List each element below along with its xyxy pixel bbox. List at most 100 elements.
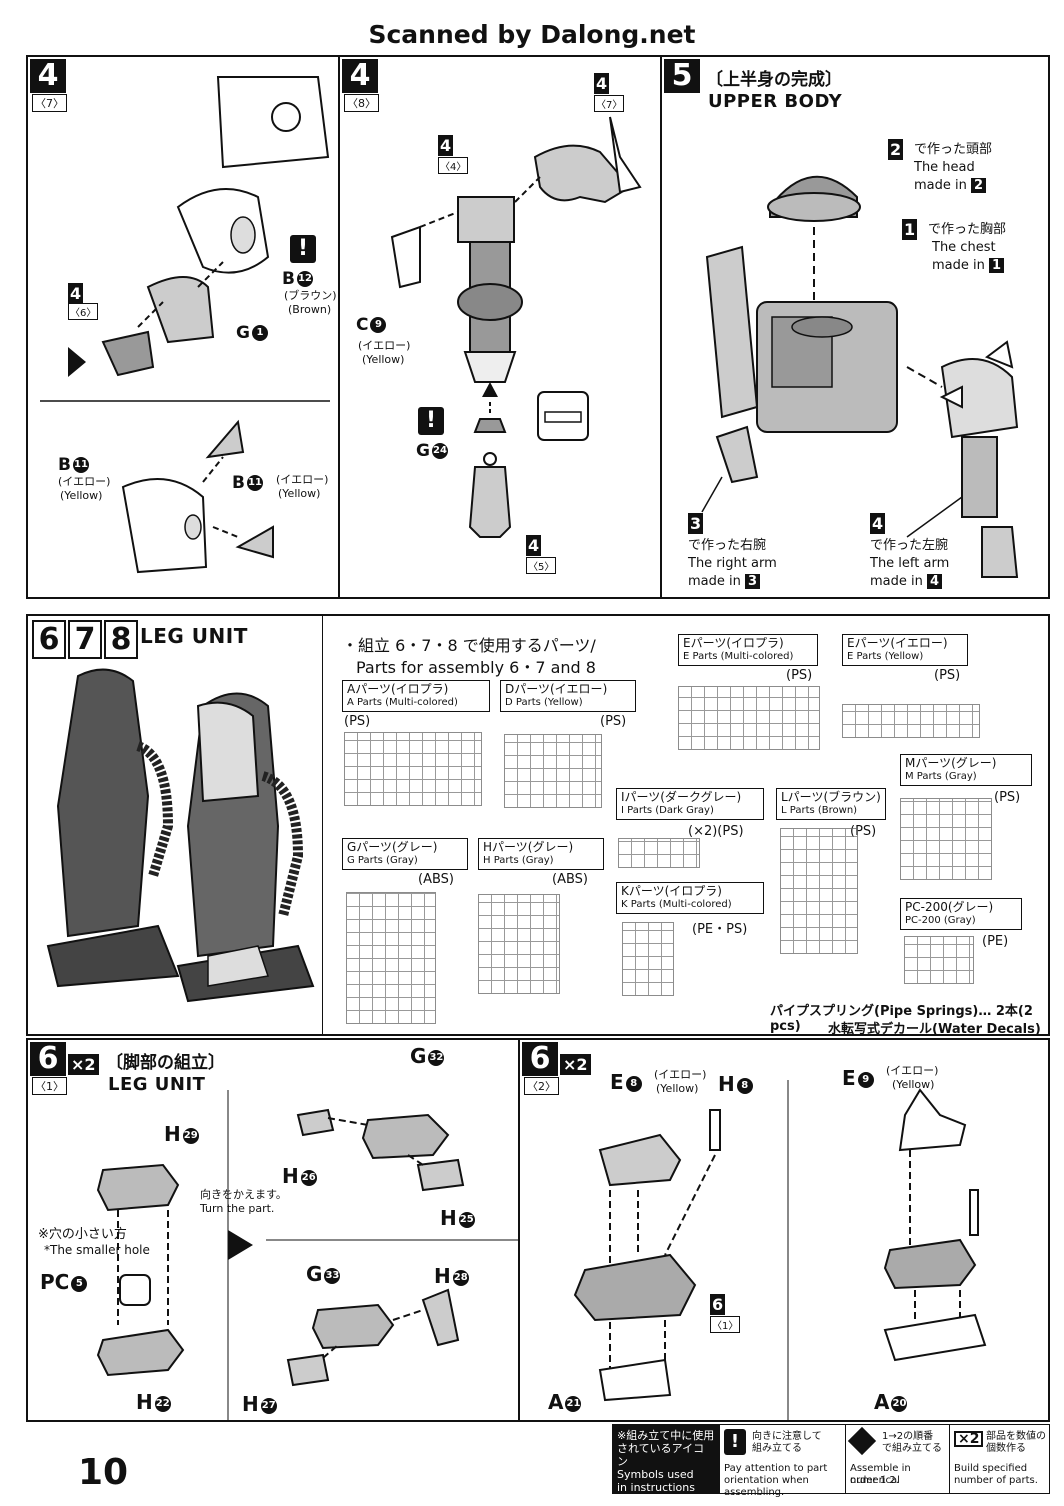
- ref-step-number: 4: [526, 535, 542, 556]
- panel-step-5: 5 〔上半身の完成〕 UPPER BODY 2 で作った頭部 The head …: [660, 55, 1050, 599]
- assembly-illustration: [40, 76, 330, 574]
- runner-name-en: H Parts (Gray): [483, 855, 554, 866]
- assembly-illustration: [573, 1080, 987, 1420]
- part-letter: B: [282, 269, 295, 289]
- part-number: 24: [431, 443, 448, 459]
- sub-step: 〈8〉: [344, 94, 379, 112]
- step-number: 4: [342, 59, 378, 93]
- ref-step-number: 6: [710, 1294, 726, 1315]
- runner-l: Lパーツ(ブラウン)L Parts (Brown): [776, 788, 886, 820]
- ref-step-number: 4: [438, 135, 454, 156]
- part-color-en: (Yellow): [892, 1078, 935, 1091]
- attention-icon: !: [418, 407, 444, 435]
- ref-step-sub: 〈7〉: [594, 95, 625, 112]
- note-text: made in: [932, 258, 985, 273]
- part-number: 25: [458, 1211, 475, 1228]
- page-number: 10: [78, 1452, 129, 1493]
- legend-order-jp-2: で組み立てる: [882, 1443, 942, 1454]
- runner-k: Kパーツ(イロプラ)K Parts (Multi-colored): [616, 882, 764, 914]
- runner-i-diagram: [618, 838, 700, 868]
- runner-e-yellow-diagram: [842, 704, 980, 738]
- runner-name-jp: Lパーツ(ブラウン): [781, 790, 881, 804]
- part-color-en: (Yellow): [656, 1082, 699, 1095]
- runner-k-diagram: [622, 922, 674, 996]
- legend-attention: ! 向きに注意して 組み立てる Pay attention to part or…: [719, 1425, 846, 1498]
- runner-name-jp: Aパーツ(イロプラ): [347, 682, 449, 696]
- part-number: 29: [182, 1127, 199, 1144]
- legend-mult-jp-2: 個数作る: [986, 1443, 1026, 1454]
- part-letter: A: [874, 1390, 890, 1414]
- step-title-jp: 〔脚部の組立〕: [106, 1053, 225, 1073]
- runner-a-diagram: [344, 732, 482, 806]
- legend-attn-en-1: Pay attention to part: [724, 1463, 828, 1474]
- runner-m: Mパーツ(グレー)M Parts (Gray): [900, 754, 1032, 786]
- runner-e-yellow-material: (PS): [934, 668, 961, 683]
- hole-note-jp: ※穴の小さい方: [38, 1227, 127, 1242]
- runner-g-diagram: [346, 892, 436, 1024]
- runner-name-en: L Parts (Brown): [781, 805, 858, 816]
- part-color-en: (Yellow): [278, 487, 321, 500]
- part-letter: H: [440, 1206, 457, 1230]
- sub-step: 〈1〉: [32, 1077, 67, 1095]
- left-arm-ref-number: 4: [870, 513, 886, 534]
- runner-name-en: PC-200 (Gray): [905, 915, 976, 926]
- right-arm-note-en-1: The right arm: [688, 556, 777, 571]
- runner-i: Iパーツ(ダークグレー)I Parts (Dark Gray): [616, 788, 764, 820]
- turn-note-en: Turn the part.: [200, 1202, 275, 1215]
- runner-d-yellow: Dパーツ(イエロー)D Parts (Yellow): [500, 680, 636, 712]
- chest-note-jp: で作った胸部: [928, 222, 1007, 237]
- part-letter: E: [842, 1066, 856, 1090]
- runner-g: Gパーツ(グレー)G Parts (Gray): [342, 838, 468, 870]
- part-color-en: (Yellow): [362, 353, 405, 366]
- panel-leg-unit-parts: 6 7 8 LEG UNIT ・組立 6・7・8 で使用するパーツ/ Parts…: [26, 614, 1050, 1037]
- legend-order: 1→2の順番 で組み立てる Assemble in numerical orde…: [845, 1425, 950, 1493]
- legend-mult-jp-1: 部品を数値の: [986, 1431, 1046, 1442]
- assembly-illustration: [701, 175, 1019, 578]
- part-letter: H: [718, 1072, 735, 1096]
- turn-note-jp: 向きをかえます。: [200, 1188, 287, 1201]
- part-letter: C: [356, 315, 369, 335]
- step-7: 7: [68, 620, 102, 659]
- step-number: 6: [30, 1042, 66, 1076]
- head-note-en-1: The head: [914, 160, 975, 175]
- head-note-en-2: made in 2: [914, 178, 987, 193]
- runner-name-en: M Parts (Gray): [905, 771, 977, 782]
- legend-attn-jp-2: 組み立てる: [752, 1443, 802, 1454]
- part-letter: E: [610, 1070, 624, 1094]
- chest-ref-number: 1: [902, 219, 918, 240]
- right-arm-note-jp: で作った右腕: [688, 538, 767, 553]
- legend-order-jp-1: 1→2の順番: [882, 1431, 934, 1442]
- part-color-jp: (イエロー): [276, 473, 329, 486]
- head-ref-number: 2: [888, 139, 904, 160]
- part-number: 11: [246, 475, 263, 491]
- part-number: 20: [891, 1395, 908, 1412]
- right-arm-note-en-2: made in 3: [688, 574, 761, 589]
- runner-g-material: (ABS): [418, 872, 454, 887]
- runner-h: Hパーツ(グレー)H Parts (Gray): [478, 838, 604, 870]
- part-number: 11: [72, 457, 89, 473]
- runner-name-en: D Parts (Yellow): [505, 697, 583, 708]
- part-letter: G: [410, 1044, 427, 1068]
- legend-order-en-2: order 1 2.: [850, 1475, 899, 1486]
- step-number: 4: [30, 59, 66, 93]
- part-number: 28: [452, 1269, 469, 1286]
- part-color-en: (Yellow): [60, 489, 103, 502]
- legend-title-en-2: in instructions: [617, 1481, 695, 1494]
- step-title-jp: 〔上半身の完成〕: [706, 70, 842, 90]
- part-letter: A: [548, 1390, 564, 1414]
- legend-mult-en-2: number of parts.: [954, 1475, 1038, 1486]
